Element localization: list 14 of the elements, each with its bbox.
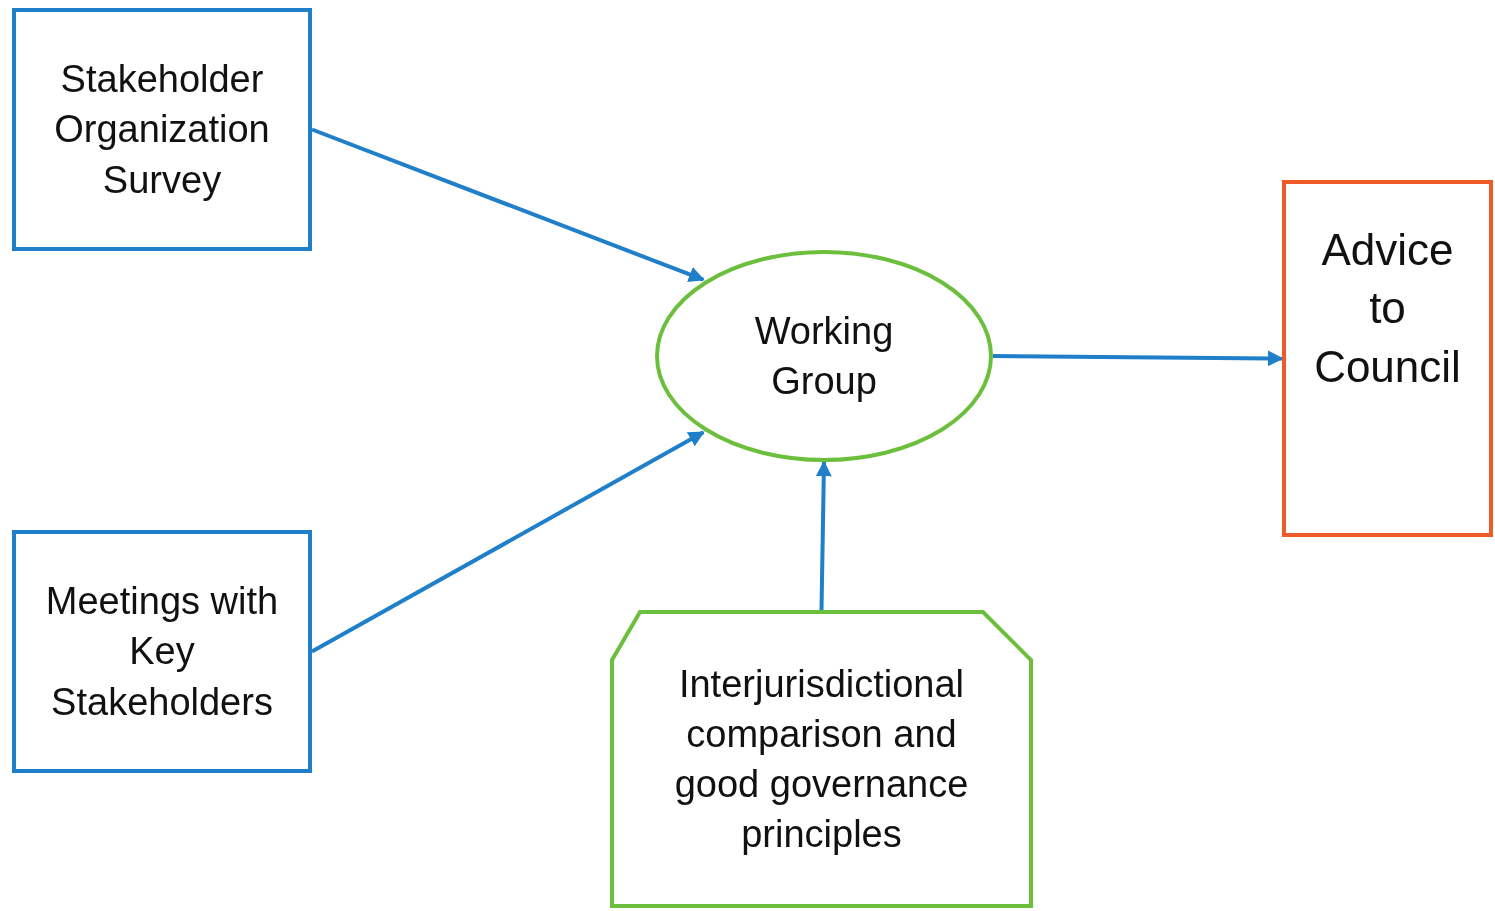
- process-box: [12, 8, 312, 251]
- node-label: Working Group: [753, 308, 895, 404]
- arrow: [993, 350, 1284, 367]
- node-label: Interjurisdictional comparison and good governance principles: [673, 661, 970, 858]
- input-box: [610, 610, 1033, 908]
- process-box: [12, 530, 312, 773]
- node-label: Advice to Council: [1313, 224, 1462, 393]
- node-label: Meetings with Key Stakeholders: [44, 579, 280, 725]
- node-label: Stakeholder Organization Survey: [53, 57, 271, 203]
- process-box: [1282, 180, 1493, 537]
- arrow: [815, 460, 832, 611]
- process-ellipse: [655, 250, 993, 462]
- arrow: [311, 430, 705, 654]
- arrow: [311, 127, 705, 282]
